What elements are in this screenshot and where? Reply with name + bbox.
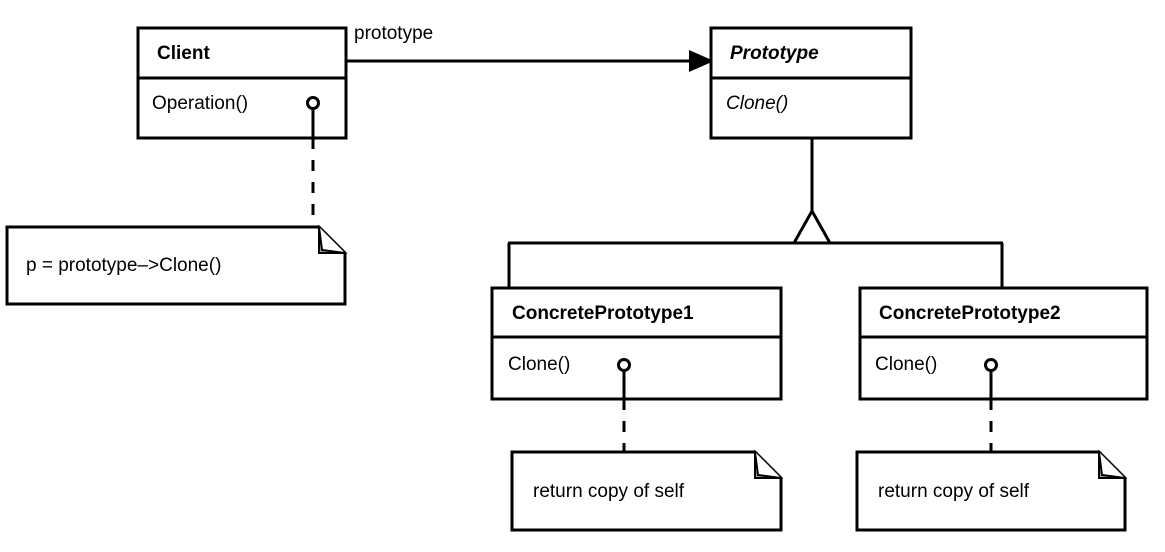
client-box-outline — [136, 26, 348, 140]
operation-prototype-clone: Clone() — [726, 93, 789, 114]
operation-concrete1-clone: Clone() — [508, 354, 571, 375]
lollipop-circle-icon — [984, 358, 998, 372]
class-name-concrete-prototype-2: ConcretePrototype2 — [879, 303, 1061, 324]
class-box-client[interactable] — [136, 26, 348, 140]
note-concrete-2-clone[interactable] — [855, 449, 1128, 532]
note-client-operation[interactable] — [5, 224, 348, 306]
note-concrete-1-clone[interactable] — [510, 449, 784, 532]
note2-body — [510, 450, 783, 532]
prototype-box-outline — [709, 26, 913, 140]
operation-client-operation: Operation() — [152, 93, 249, 114]
note-link-concrete2[interactable] — [984, 358, 998, 455]
class-box-concrete-prototype-2[interactable] — [858, 286, 1149, 401]
note1-body — [5, 225, 347, 306]
class-name-prototype: Prototype — [730, 43, 819, 64]
note-link-concrete1[interactable] — [617, 358, 631, 455]
concrete2-box-outline — [858, 286, 1149, 401]
class-name-concrete-prototype-1: ConcretePrototype1 — [512, 303, 694, 324]
note-text-client-operation: p = prototype–>Clone() — [26, 255, 222, 276]
concrete1-box-outline — [490, 286, 783, 401]
filled-arrowhead-icon — [689, 50, 714, 72]
note3-fold-flap-icon — [1098, 451, 1126, 479]
class-box-concrete-prototype-1[interactable] — [490, 286, 783, 401]
note-text-concrete-2-clone: return copy of self — [878, 481, 1030, 502]
association-client-prototype[interactable] — [346, 50, 714, 72]
hollow-triangle-icon — [791, 207, 833, 245]
association-label-prototype: prototype — [354, 23, 434, 44]
note3-body — [855, 450, 1127, 532]
class-box-prototype[interactable] — [709, 26, 913, 140]
note2-fold-flap-icon — [754, 451, 782, 479]
class-name-client: Client — [157, 43, 210, 64]
note-link-client[interactable] — [306, 96, 320, 230]
operation-concrete2-clone: Clone() — [875, 354, 938, 375]
note1-fold-flap-icon — [318, 226, 346, 254]
note-text-concrete-1-clone: return copy of self — [533, 481, 685, 502]
generalization-tree[interactable] — [507, 138, 1004, 289]
lollipop-circle-icon — [306, 96, 320, 110]
lollipop-circle-icon — [617, 358, 631, 372]
